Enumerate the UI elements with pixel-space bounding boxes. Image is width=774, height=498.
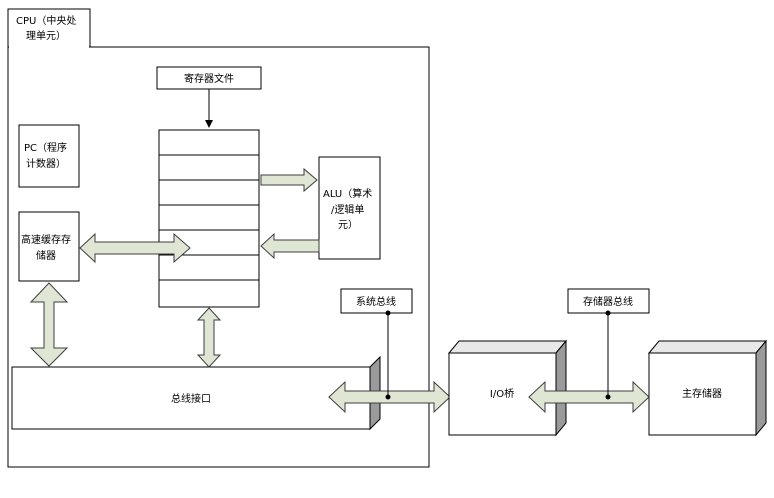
- register-slot: [158, 154, 260, 181]
- register-slot: [158, 279, 260, 308]
- bus-interface-label: 总线接口: [171, 392, 211, 405]
- system-bus-junction-dot: [385, 394, 391, 400]
- alu-box: ALU（算术 /逻辑单 元）: [318, 156, 381, 260]
- system-bus-pointer-dot: [385, 310, 391, 316]
- system-bus-label: 系统总线: [356, 295, 396, 308]
- memory-bus-label: 存储器总线: [583, 295, 633, 308]
- io-bridge-block: I/O桥: [447, 339, 568, 437]
- cache-label-line1: 高速缓存存: [21, 233, 71, 246]
- io-bridge-label: I/O桥: [490, 388, 514, 400]
- alu-label-line1: ALU（算术: [323, 187, 372, 200]
- cpu-label-line2: 理单元）: [26, 30, 66, 42]
- alu-to-register-arrow: [260, 232, 320, 260]
- memory-bus-arrow: [528, 380, 650, 414]
- memory-bus-junction-dot: [605, 394, 611, 400]
- cache-box: 高速缓存存 储器: [18, 211, 80, 282]
- register-file-label-box: 寄存器文件: [156, 66, 262, 90]
- register-slot: [158, 129, 260, 156]
- register-to-alu-arrow: [260, 167, 318, 193]
- cache-bus-interface-arrow: [29, 282, 69, 367]
- system-bus-label-box: 系统总线: [340, 288, 413, 314]
- pc-label-line1: PC（程序: [24, 141, 67, 154]
- register-stack: [158, 129, 260, 308]
- register-slot: [158, 179, 260, 206]
- register-bus-interface-arrow: [196, 307, 222, 368]
- alu-label-line3: 元）: [338, 219, 358, 231]
- cpu-label-line1: CPU（中央处: [16, 14, 76, 27]
- memory-bus-label-box: 存储器总线: [567, 288, 650, 314]
- cache-register-arrow: [79, 232, 191, 264]
- alu-label-line2: /逻辑单: [331, 203, 364, 216]
- bus-interface-box: 总线接口: [11, 355, 381, 431]
- register-slot: [158, 204, 260, 231]
- register-file-label: 寄存器文件: [184, 72, 234, 85]
- pc-box: PC（程序 计数器）: [18, 124, 80, 188]
- memory-bus-pointer-dot: [605, 310, 611, 316]
- cache-label-line2: 储器: [36, 249, 56, 262]
- pc-label-line2: 计数器）: [26, 157, 66, 170]
- main-memory-block: 主存储器: [647, 339, 768, 437]
- main-memory-label: 主存储器: [682, 387, 722, 400]
